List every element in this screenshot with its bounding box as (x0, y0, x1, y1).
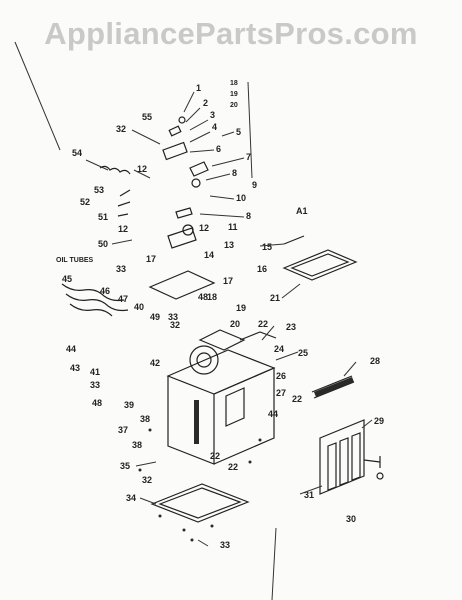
callout-33c: 33 (90, 380, 100, 390)
callout-52: 52 (80, 197, 90, 207)
part-15-rod (283, 235, 305, 245)
callout-48b: 48 (198, 292, 208, 302)
callout-23: 23 (286, 322, 296, 332)
callout-14: 14 (204, 250, 214, 260)
callout-22b: 22 (292, 394, 302, 404)
callout-12c: 12 (199, 223, 209, 233)
callout-6: 6 (216, 144, 221, 154)
callout-8b: 8 (246, 211, 251, 221)
callout-A1: A1 (296, 206, 308, 216)
callout-34: 34 (126, 493, 136, 503)
top-parts-cluster (162, 116, 209, 249)
callout-29: 29 (374, 416, 384, 426)
oil-tubes-assembly (61, 283, 129, 317)
callout-7: 7 (246, 152, 251, 162)
callout-49: 49 (150, 312, 160, 322)
callout-40: 40 (134, 302, 144, 312)
callout-11: 11 (228, 222, 238, 232)
callout-12a: 12 (137, 164, 147, 174)
callout-19a: 19 (230, 91, 238, 98)
callout-labels: 1 2 3 4 5 6 7 8 9 10 8 11 12 12 12 13 14… (56, 80, 384, 550)
base-pan-34 (150, 483, 250, 523)
callout-28: 28 (370, 356, 380, 366)
callout-43: 43 (70, 363, 80, 373)
fasteners (138, 428, 262, 542)
callout-39: 39 (124, 400, 134, 410)
callout-33d: 33 (220, 540, 230, 550)
callout-22d: 22 (228, 462, 238, 472)
callout-33a: 33 (116, 264, 126, 274)
callout-50: 50 (98, 239, 108, 249)
callout-18a: 18 (230, 80, 238, 87)
callout-15: 15 (262, 242, 272, 252)
callout-21: 21 (270, 293, 280, 303)
callout-20b: 20 (230, 319, 240, 329)
guide-line-left (14, 41, 61, 151)
leader-lines (85, 91, 373, 547)
callout-47: 47 (118, 294, 128, 304)
callout-30: 30 (346, 514, 356, 524)
callout-1: 1 (196, 83, 201, 93)
plate-18 (148, 270, 216, 300)
main-cabinet-body (166, 329, 277, 465)
callout-53: 53 (94, 185, 104, 195)
callout-37: 37 (118, 425, 128, 435)
callout-48a: 48 (92, 398, 102, 408)
callout-3: 3 (210, 110, 215, 120)
callout-24: 24 (274, 344, 284, 354)
left-coil-parts (99, 165, 131, 217)
callout-32c: 32 (170, 320, 180, 330)
oil-tubes-label: OIL TUBES (56, 257, 94, 264)
callout-31: 31 (304, 490, 314, 500)
watermark-text: AppliancePartsPros.com (44, 16, 418, 51)
callout-35: 35 (120, 461, 130, 471)
callout-12b: 12 (118, 224, 128, 234)
callout-9: 9 (252, 180, 257, 190)
callout-27: 27 (276, 388, 286, 398)
callout-22c: 22 (210, 451, 220, 461)
callout-25: 25 (298, 348, 308, 358)
callout-26: 26 (276, 371, 286, 381)
callout-32b: 32 (142, 475, 152, 485)
callout-20a: 20 (230, 102, 238, 109)
callout-46: 46 (100, 286, 110, 296)
guide-line-bottom (271, 527, 277, 600)
callout-38a: 38 (140, 414, 150, 424)
callout-44a: 44 (66, 344, 76, 354)
callout-38b: 38 (132, 440, 142, 450)
callout-51: 51 (98, 212, 108, 222)
callout-44b: 44 (268, 409, 278, 419)
guide-line-top (247, 81, 253, 179)
callout-33b: 33 (168, 312, 178, 322)
callout-45: 45 (62, 274, 72, 284)
callout-55: 55 (142, 112, 152, 122)
callout-4: 4 (212, 122, 217, 132)
callout-32a: 32 (116, 124, 126, 134)
filter-frame-16 (282, 249, 358, 281)
callout-41: 41 (90, 367, 100, 377)
callout-19b: 19 (236, 303, 246, 313)
callout-16: 16 (257, 264, 267, 274)
callout-54: 54 (72, 148, 82, 158)
callout-42: 42 (150, 358, 160, 368)
callout-10: 10 (236, 193, 246, 203)
callout-22a: 22 (258, 319, 268, 329)
callout-8a: 8 (232, 168, 237, 178)
coil-28 (311, 375, 355, 399)
callout-18b: 18 (207, 292, 217, 302)
callout-2: 2 (203, 98, 208, 108)
panel-assembly-30 (319, 419, 384, 495)
callout-17a: 17 (146, 254, 156, 264)
callout-17b: 17 (223, 276, 233, 286)
callout-5: 5 (236, 127, 241, 137)
callout-13: 13 (224, 240, 234, 250)
